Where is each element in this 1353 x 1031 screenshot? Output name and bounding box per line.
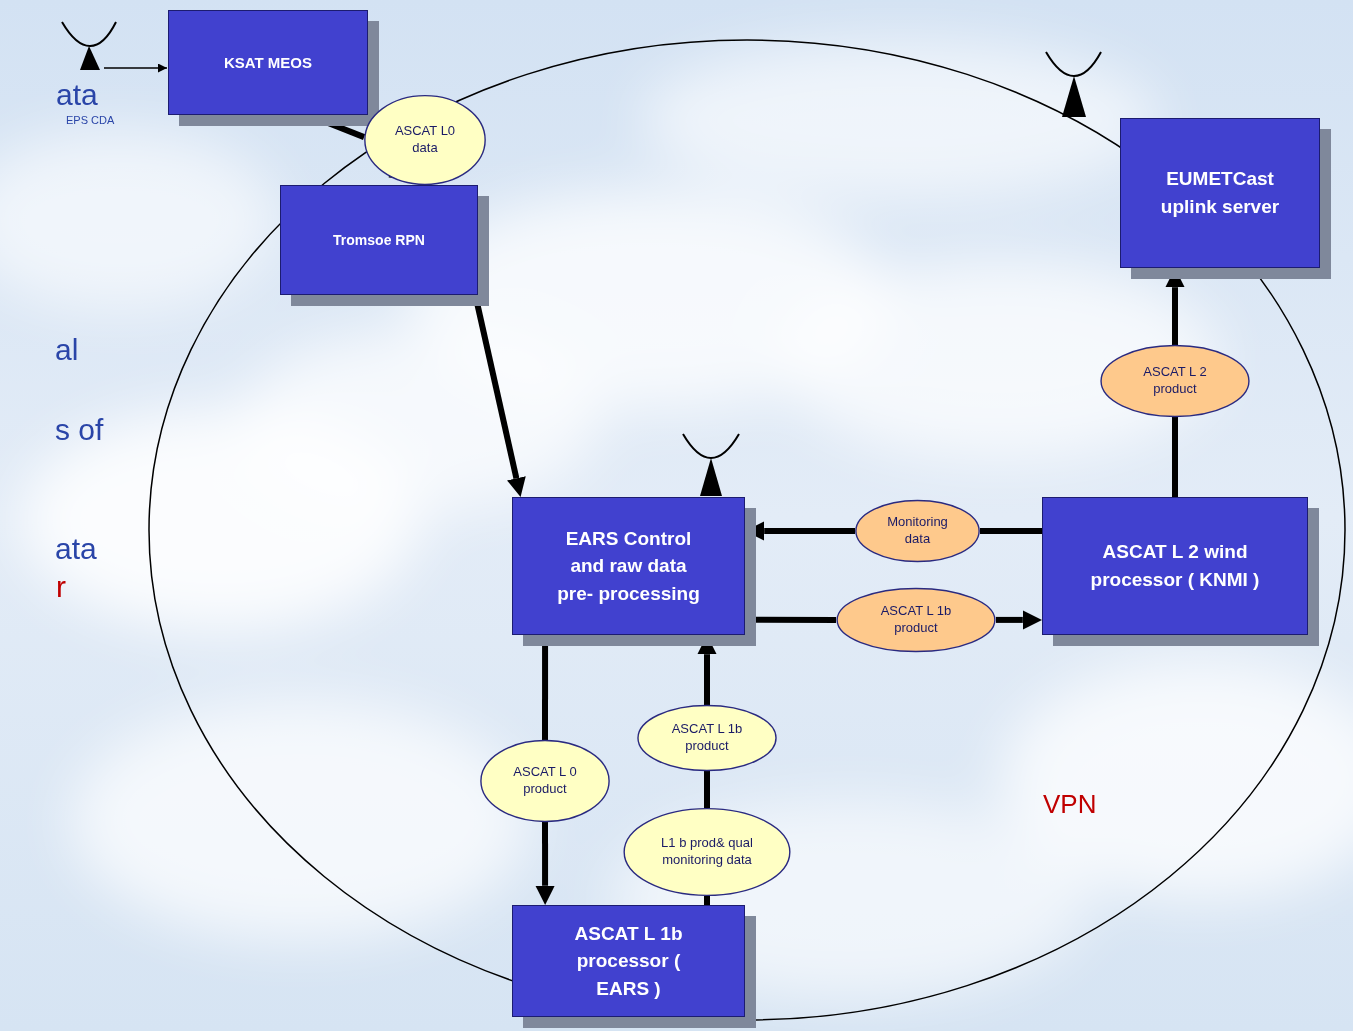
oval-shape [624,809,790,896]
data-oval: ASCAT L 2 product [1100,345,1250,417]
oval-label: ASCAT L0 data [393,123,457,157]
text-wrap: ASCAT L 0 product [508,764,582,798]
box-label: ASCAT L 1b processor ( EARS ) [554,920,704,1003]
flow-arrow [704,654,710,705]
flow-arrow [542,822,548,886]
flow-arrow [1172,417,1178,497]
process-box: ASCAT L 1b processor ( EARS ) [512,905,745,1017]
oval-label: Monitoring data [877,514,959,548]
label-slot: s of [55,413,103,448]
text-wrap: EUMETCast uplink server [1145,165,1295,220]
flow-arrow [704,896,710,905]
box-label: EARS Control and raw data pre- processin… [551,525,706,608]
data-oval: ASCAT L 1b product [836,588,996,652]
label-slot: EPS CDA [66,114,114,127]
antenna-symbol [62,22,116,70]
flow-arrow [980,528,1042,534]
antenna-symbol [683,434,739,496]
text-wrap: Monitoring data [877,514,959,548]
oval-shape [481,741,609,822]
vpn-boundary [149,40,1345,1020]
text-wrap: KSAT MEOS [224,52,312,74]
oval-label: ASCAT L 2 product [1134,364,1216,398]
slide-text: ata [55,532,97,567]
flow-arrow [745,617,836,623]
text-wrap: ASCAT L 2 wind processor ( KNMI ) [1060,538,1290,593]
oval-shape [365,96,485,185]
process-box: EUMETCast uplink server [1120,118,1320,268]
label-slot: VPN [1043,790,1096,820]
flow-arrow [764,528,855,534]
flow-arrow [542,635,548,740]
process-box: ASCAT L 2 wind processor ( KNMI ) [1042,497,1308,635]
flow-arrow [704,771,710,808]
network-label: VPN [1043,790,1096,820]
text-wrap: Tromsoe RPN [333,230,425,250]
process-box: EARS Control and raw data pre- processin… [512,497,745,635]
slide-text: EPS CDA [66,114,114,127]
data-oval: ASCAT L 0 product [480,740,610,822]
oval-label: L1 b prod& qual monitoring data [659,835,755,869]
data-oval: Monitoring data [855,500,980,562]
oval-label: ASCAT L 1b product [666,721,748,755]
oval-shape [856,500,979,561]
box-label: KSAT MEOS [224,52,312,74]
label-slot: ata [56,78,98,113]
text-wrap: ASCAT L 1b product [666,721,748,755]
clouds [0,40,1353,1000]
flow-arrow [308,115,364,137]
box-label: Tromsoe RPN [333,230,425,250]
label-slot: r [56,570,66,605]
antenna-symbol [1046,52,1101,117]
flow-arrow [475,295,516,478]
text-wrap: EARS Control and raw data pre- processin… [551,525,706,608]
slide-text: s of [55,413,103,448]
downlink-arrow [104,67,167,69]
oval-shape [1101,346,1249,417]
oval-label: ASCAT L 1b product [875,603,957,637]
text-wrap: ASCAT L 2 product [1134,364,1216,398]
oval-shape [638,705,776,770]
oval-shape [837,588,995,651]
slide-text: ata [56,78,98,113]
flow-arrow [1172,287,1178,345]
process-box: Tromsoe RPN [280,185,478,295]
data-oval: L1 b prod& qual monitoring data [623,808,791,896]
box-label: ASCAT L 2 wind processor ( KNMI ) [1060,538,1290,593]
data-oval: ASCAT L 1b product [637,705,777,771]
box-label: EUMETCast uplink server [1145,165,1295,220]
text-wrap: ASCAT L0 data [393,123,457,157]
text-wrap: L1 b prod& qual monitoring data [659,835,755,869]
slide-text: r [56,570,66,605]
text-wrap: ASCAT L 1b product [875,603,957,637]
label-slot: al [55,333,78,368]
flow-arrow [996,617,1023,623]
label-slot: ata [55,532,97,567]
process-box: KSAT MEOS [168,10,368,115]
oval-label: ASCAT L 0 product [508,764,582,798]
text-wrap: ASCAT L 1b processor ( EARS ) [554,920,704,1003]
slide-text: al [55,333,78,368]
data-oval: ASCAT L0 data [364,95,486,185]
